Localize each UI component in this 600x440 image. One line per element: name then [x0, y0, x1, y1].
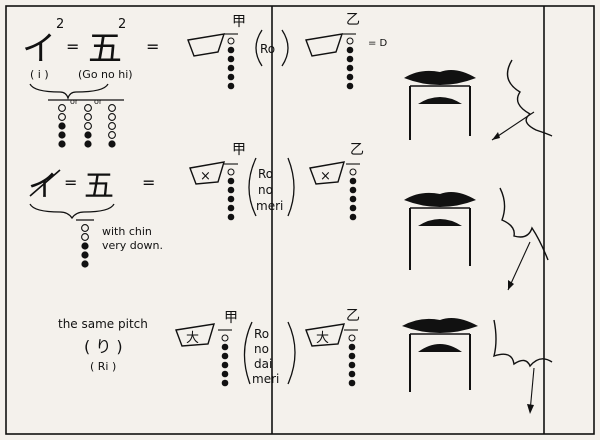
otsu-glyph: 乙 — [346, 308, 360, 324]
row3-center: 大 甲 Ro no dai meri — [175, 310, 296, 387]
or-label: or — [94, 97, 103, 106]
row2-right: × 乙 — [309, 142, 549, 291]
equals: = — [66, 37, 79, 56]
hole-column — [224, 33, 238, 90]
syllable-line: meri — [256, 199, 283, 213]
mouthpiece-shape — [305, 33, 344, 57]
otsu-glyph: 乙 — [346, 12, 360, 28]
i-reading: ( i ) — [30, 68, 49, 81]
cross-stroke — [29, 169, 61, 197]
hole-column — [346, 163, 360, 221]
hole-column — [342, 33, 356, 90]
syllable-bubble — [243, 321, 296, 385]
profile-illustration — [493, 319, 553, 414]
kou-glyph: 甲 — [224, 310, 238, 326]
or-label: or — [70, 97, 79, 106]
hole-column — [76, 219, 94, 268]
embouchure-illustration — [404, 70, 476, 140]
syllable-bubble — [255, 29, 289, 67]
embouchure-illustration — [404, 192, 476, 270]
note-with-chin: with chin — [102, 225, 152, 238]
i-glyph: イ — [28, 169, 58, 204]
superscript: 2 — [118, 17, 126, 32]
row3-right: 大 乙 — [305, 308, 553, 414]
mark-glyph: 大 — [186, 331, 199, 346]
syllable-line: Ro — [260, 42, 275, 56]
equals: = — [146, 37, 159, 56]
superscript: 2 — [56, 17, 64, 32]
hole-column — [218, 329, 232, 387]
mark-glyph: × — [320, 169, 331, 184]
mark-glyph: 大 — [316, 331, 329, 346]
mouthpiece-shape — [187, 33, 226, 57]
equals: = — [142, 173, 155, 192]
profile-illustration — [491, 59, 553, 141]
syllable-line: no — [258, 183, 273, 197]
go-glyph: 五 — [84, 169, 114, 204]
brace — [29, 83, 109, 101]
syllable-line: Ro — [258, 167, 273, 181]
mouthpiece-shape — [189, 161, 225, 185]
row3-left: the same pitch ( り ) ( Ri ) — [58, 317, 148, 373]
hole-column — [224, 163, 238, 221]
mouthpiece-shape — [175, 323, 215, 347]
row2-center: × 甲 Ro no meri — [189, 142, 295, 221]
row1-center: 甲 Ro — [187, 14, 289, 90]
i-glyph: イ — [22, 29, 56, 69]
row2-left: イ = 五 = with chin very down. — [28, 169, 163, 268]
hole-columns — [48, 99, 124, 148]
go-glyph: 五 — [88, 29, 122, 69]
syllable-line: Ro — [254, 327, 269, 341]
note-very-down: very down. — [102, 239, 163, 252]
page-frame — [5, 5, 595, 435]
syllable-line: dai — [254, 357, 272, 371]
kou-glyph: 甲 — [232, 142, 246, 158]
brace — [29, 203, 115, 220]
syllable-bubble — [248, 157, 295, 217]
go-reading: (Go no hi) — [78, 68, 133, 81]
syllable-line: no — [254, 342, 269, 356]
profile-illustration — [499, 187, 549, 291]
row1-left: イ 2 = 五 2 = ( i ) (Go no hi) or or — [22, 17, 159, 148]
syllable-line: meri — [252, 372, 279, 386]
otsu-glyph: 乙 — [350, 142, 364, 158]
hole-column — [344, 329, 358, 387]
ri-glyph: ( り ) — [84, 337, 123, 356]
note-equals-d: = D — [368, 38, 388, 49]
embouchure-illustration — [402, 318, 478, 392]
mark-glyph: × — [200, 169, 211, 184]
kou-glyph: 甲 — [232, 14, 246, 30]
same-pitch-label: the same pitch — [58, 317, 148, 331]
ri-reading: ( Ri ) — [90, 360, 116, 373]
equals: = — [64, 173, 77, 192]
row1-right: 乙 = D — [305, 12, 553, 141]
mouthpiece-shape — [309, 161, 345, 185]
mouthpiece-shape — [305, 323, 345, 347]
